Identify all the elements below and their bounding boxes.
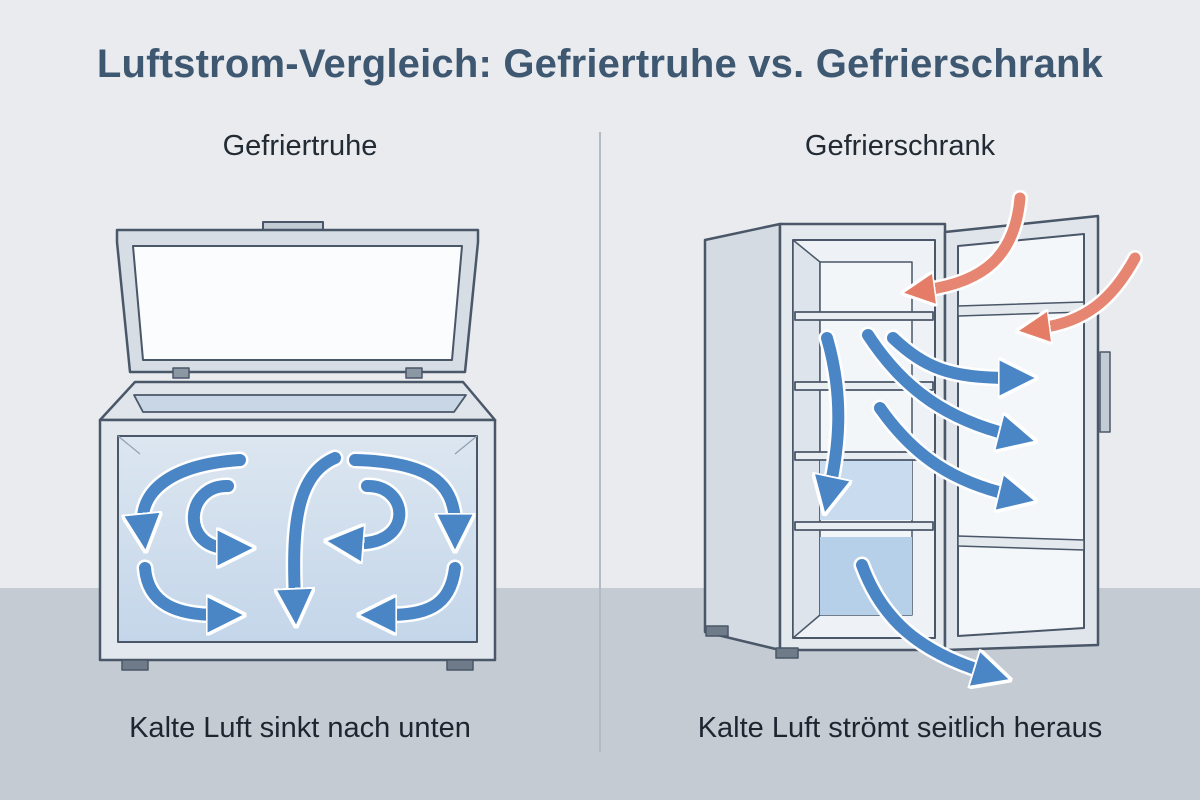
arrow-cold-drop-inside	[827, 332, 838, 488]
arrow-cold-out-floor	[856, 559, 985, 672]
arrow-cold-out-2	[862, 329, 1010, 435]
chest-freezer-caption: Kalte Luft sinkt nach unten	[129, 712, 471, 744]
upright-freezer-caption: Kalte Luft strömt seitlich heraus	[697, 712, 1103, 744]
arrow-sink-down	[294, 452, 341, 600]
arrow-cold-out-1	[887, 332, 1010, 378]
chest-air-arrows	[139, 452, 461, 615]
arrow-swirl-right	[352, 479, 406, 543]
arrow-bottom-right	[385, 562, 461, 615]
arrow-warm-inflow-top	[925, 192, 1026, 290]
upright-freezer-heading: Gefrierschrank	[804, 130, 996, 162]
cold-outflow-arrows	[827, 329, 1010, 672]
diagram-title: Luftstrom-Vergleich: Gefriertruhe vs. Ge…	[96, 42, 1104, 86]
warm-air-arrows	[925, 192, 1141, 328]
arrow-cold-out-3	[874, 402, 1010, 495]
chest-lid	[115, 221, 480, 379]
arrow-circulation-top-right	[349, 454, 455, 525]
chest-freezer-heading: Gefriertruhe	[222, 130, 378, 162]
arrow-circulation-top-left	[143, 454, 246, 525]
arrow-warm-inflow-side	[1040, 252, 1141, 328]
arrow-swirl-left	[187, 479, 228, 548]
arrow-bottom-left	[139, 562, 218, 615]
